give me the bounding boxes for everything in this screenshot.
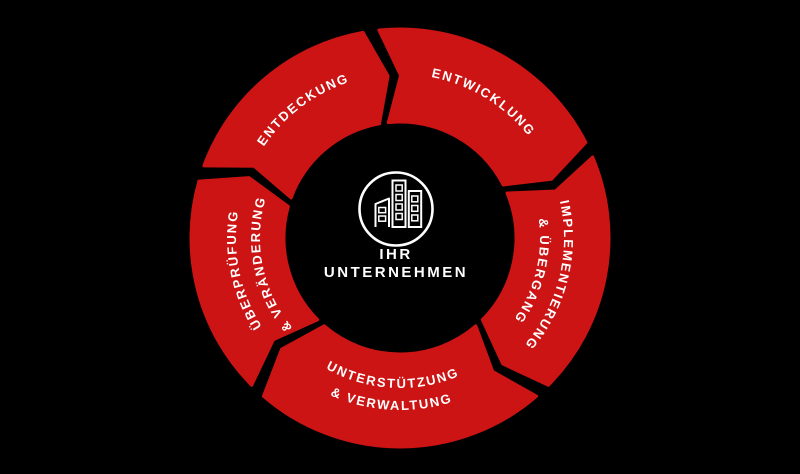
building-right-window: [411, 195, 419, 203]
segment-implementierung-uebergang: [480, 155, 611, 387]
center-label-line-1: IHR: [379, 246, 412, 263]
building-left-window: [378, 206, 387, 214]
building-left: [374, 197, 390, 227]
building-right-window: [411, 204, 419, 213]
buildings-icon: [358, 171, 434, 247]
segment-ueberpruefung-veraenderung: [189, 176, 320, 387]
center-group: IHR UNTERNEHMEN: [324, 171, 468, 281]
building-middle: [391, 179, 407, 228]
center-label-line-2: UNTERNEHMEN: [324, 264, 468, 281]
building-middle-window: [395, 184, 403, 192]
building-middle-window: [395, 203, 403, 211]
segment-unterstuetzung-verwaltung: [261, 324, 539, 449]
building-middle-window: [395, 193, 403, 202]
building-middle-window: [395, 212, 403, 221]
building-left-window: [378, 215, 387, 222]
icon-circle-outline: [358, 171, 434, 247]
building-right-window: [411, 214, 419, 222]
building-right: [407, 190, 423, 228]
segment-entdeckung: [202, 30, 390, 200]
segment-entwicklung: [377, 27, 588, 187]
